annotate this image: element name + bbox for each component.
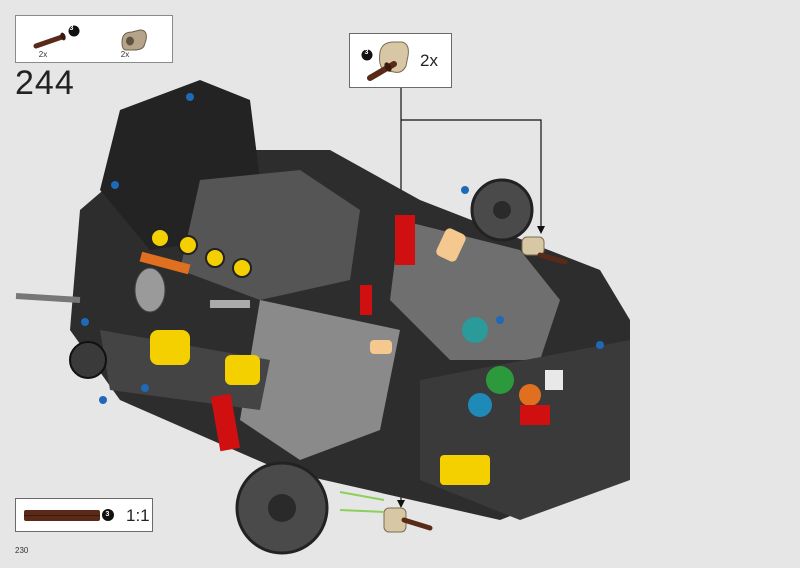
gearbox-detail xyxy=(150,215,563,485)
part-beam-connector: 2x xyxy=(112,20,162,60)
step-number: 244 xyxy=(15,64,75,102)
scale-reference-box: 3 1:1 xyxy=(15,498,153,532)
length-badge: 3 xyxy=(105,511,110,518)
length-badge: 3 xyxy=(69,25,74,32)
sub-assembly-callout: 3 2x xyxy=(349,33,452,88)
insertion-arrows xyxy=(339,491,385,513)
arrow-head-upper xyxy=(537,226,545,234)
pin-connector-assembly-icon xyxy=(361,41,409,81)
axle xyxy=(15,293,81,303)
axle-pin-icon xyxy=(33,25,80,49)
page-number: 230 xyxy=(15,546,29,555)
scale-label: 1:1 xyxy=(126,506,150,525)
part-quantity: 2x xyxy=(120,50,130,59)
length-badge: 3 xyxy=(364,49,369,56)
parts-list-box: 3 2x 2x xyxy=(15,15,173,63)
chassis xyxy=(70,80,630,520)
inserted-parts xyxy=(383,236,568,533)
part-quantity: 2x xyxy=(38,50,48,59)
blue-pins xyxy=(81,93,604,404)
callout-quantity: 2x xyxy=(420,51,438,70)
callout-pointer-lines xyxy=(400,88,542,505)
tan-connector-icon xyxy=(121,29,147,51)
part-axle-pin: 3 2x xyxy=(30,20,80,60)
axle-scale-icon xyxy=(24,509,114,521)
arrow-head-lower xyxy=(397,500,405,508)
engine-detail xyxy=(134,228,252,313)
